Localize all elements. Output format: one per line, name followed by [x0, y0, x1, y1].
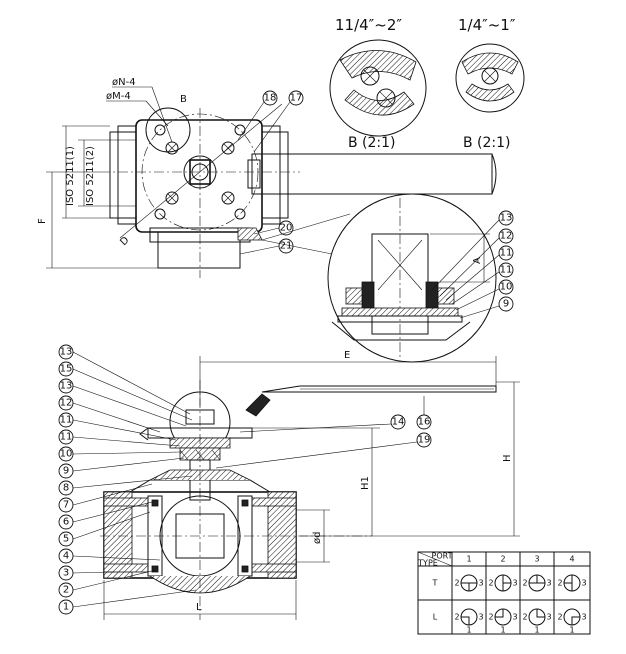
table-col-4: 4 — [569, 555, 574, 564]
port-label-l4-bottom: 1 — [569, 626, 574, 635]
table-col-3: 3 — [534, 555, 539, 564]
label-dim-l: L — [196, 602, 202, 613]
port-label-t1-left: 2 — [454, 579, 459, 588]
port-symbol-l2: 2 3 1 — [488, 608, 518, 635]
label-iso-2: ISO 5211(2) — [85, 146, 96, 206]
port-label-l1-left: 2 — [454, 613, 459, 622]
port-label-l2-bottom: 1 — [500, 626, 505, 635]
callout-sec-10: 10 — [60, 449, 73, 460]
port-label-l1-right: 3 — [478, 613, 483, 622]
detail-caption-large: B (2:1) — [348, 135, 396, 151]
callout-top-20: 20 — [280, 223, 293, 234]
callout-sec-15: 15 — [60, 364, 73, 375]
callout-sec-13b: 13 — [60, 381, 73, 392]
port-label-t2-left: 2 — [488, 579, 493, 588]
port-label-t4-right: 3 — [581, 579, 586, 588]
port-symbol-l3: 2 3 1 — [522, 608, 552, 635]
callout-sec-3: 3 — [63, 568, 69, 579]
table-col-1: 1 — [466, 555, 471, 564]
label-dim-f: F — [37, 218, 48, 224]
table-row-l: L — [433, 613, 438, 622]
mounting-holes — [154, 124, 246, 220]
port-table: PORT TYPE 1 2 3 4 T L 2 3 2 3 2 3 2 3 — [417, 551, 591, 635]
port-label-l4-right: 3 — [581, 613, 586, 622]
detail-b-large: 11/4″~2″ B (2:1) — [329, 16, 427, 151]
callout-sec-9: 9 — [63, 466, 69, 477]
port-symbol-t2: 2 3 — [488, 574, 518, 592]
port-label-t3-left: 2 — [522, 579, 527, 588]
callout-stem-9: 9 — [503, 299, 509, 310]
label-dim-e: E — [344, 350, 350, 361]
callout-sec-19: 19 — [418, 435, 431, 446]
label-dim-od: ød — [312, 532, 323, 544]
stem-detail: A 13 12 11 11 10 9 — [261, 193, 514, 363]
port-label-l2-left: 2 — [488, 613, 493, 622]
detail-title-small: 1/4″~1″ — [458, 16, 516, 34]
callout-sec-5: 5 — [63, 534, 69, 545]
port-symbol-l4: 2 3 1 — [557, 608, 587, 635]
callout-stem-11b: 11 — [500, 265, 513, 276]
port-symbol-l1: 2 3 1 — [454, 608, 484, 635]
port-label-l3-left: 2 — [522, 613, 527, 622]
label-hole-m: øM-4 — [106, 91, 131, 102]
callout-sec-11a: 11 — [60, 415, 73, 426]
table-col-2: 2 — [500, 555, 505, 564]
callout-top-17: 17 — [290, 93, 303, 104]
table-header-type: TYPE — [417, 559, 438, 568]
callout-sec-1: 1 — [63, 602, 69, 613]
port-label-t1-right: 3 — [478, 579, 483, 588]
callout-sec-6: 6 — [63, 517, 69, 528]
detail-b-small: 1/4″~1″ B (2:1) — [455, 16, 525, 151]
label-detail-b: B — [180, 94, 187, 105]
port-label-t2-right: 3 — [512, 579, 517, 588]
callout-sec-8: 8 — [63, 483, 69, 494]
callout-sec-14: 14 — [392, 417, 405, 428]
table-header-port: PORT — [432, 552, 453, 561]
callout-sec-13a: 13 — [60, 347, 73, 358]
port-label-t3-right: 3 — [546, 579, 551, 588]
port-label-l1-bottom: 1 — [466, 626, 471, 635]
port-label-l4-left: 2 — [557, 613, 562, 622]
label-dim-a: A — [472, 257, 483, 264]
callout-sec-2: 2 — [63, 585, 69, 596]
callout-stem-11a: 11 — [500, 248, 513, 259]
port-symbol-t4: 2 3 — [557, 574, 587, 592]
callout-top-18: 18 — [264, 93, 277, 104]
callout-stem-10: 10 — [500, 282, 513, 293]
section-view: E H H1 ød L 13 15 13 12 11 11 10 9 8 7 6… — [58, 344, 520, 620]
label-hole-n: øN-4 — [112, 77, 136, 88]
port-label-l3-bottom: 1 — [534, 626, 539, 635]
callout-sec-11b: 11 — [60, 432, 73, 443]
table-row-t: T — [432, 579, 438, 588]
callout-stem-13: 13 — [500, 213, 513, 224]
port-symbol-t1: 2 3 — [454, 574, 484, 592]
callout-top-21: 21 — [280, 241, 293, 252]
port-label-t4-left: 2 — [557, 579, 562, 588]
callout-sec-12: 12 — [60, 398, 73, 409]
label-dim-h1: H1 — [360, 476, 371, 490]
callout-sec-7: 7 — [63, 500, 69, 511]
port-label-l3-right: 3 — [546, 613, 551, 622]
label-dim-d: D — [118, 235, 131, 248]
detail-caption-small: B (2:1) — [463, 135, 511, 151]
port-symbol-t3: 2 3 — [522, 574, 552, 592]
detail-title-large: 11/4″~2″ — [335, 16, 402, 34]
port-label-l2-right: 3 — [512, 613, 517, 622]
top-view: øN-4 øM-4 B ISO 5211(1) ISO 5211(2) F D … — [37, 77, 497, 278]
callout-sec-4: 4 — [63, 551, 69, 562]
callout-stem-12: 12 — [500, 231, 513, 242]
callout-sec-16: 16 — [418, 417, 431, 428]
label-dim-h: H — [502, 454, 513, 462]
label-iso-1: ISO 5211(1) — [65, 146, 76, 206]
